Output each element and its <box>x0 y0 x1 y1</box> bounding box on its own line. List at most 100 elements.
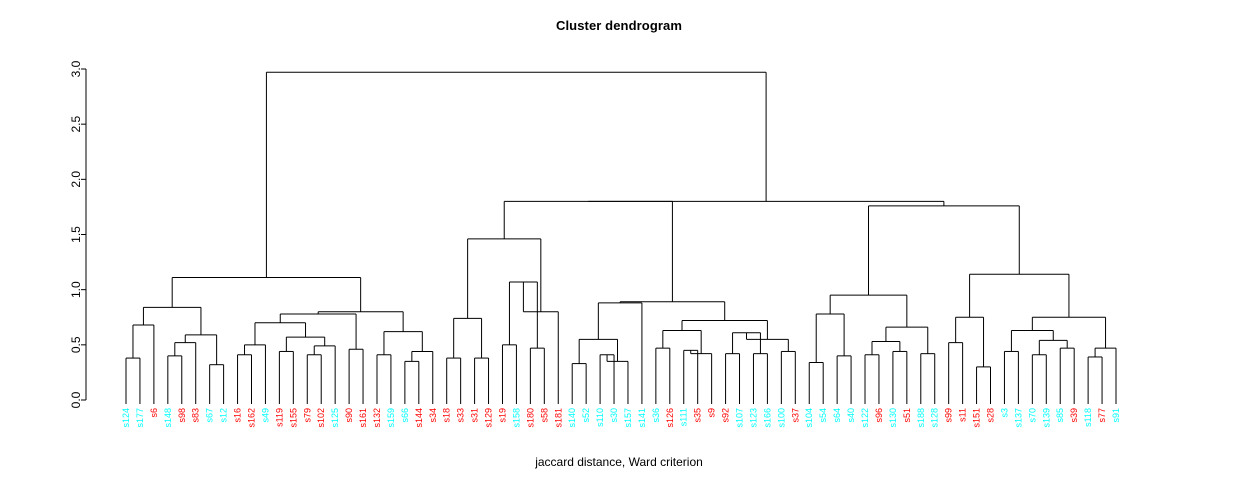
leaf-label: s92 <box>721 408 731 423</box>
leaf-label: s49 <box>260 408 270 423</box>
dendrogram-merge <box>829 294 908 328</box>
page-title: Cluster dendrogram <box>555 18 683 33</box>
leaf-label: s66 <box>400 408 410 423</box>
dendrogram-merge <box>864 354 880 400</box>
leaf-label: s12 <box>219 408 229 423</box>
y-tick-label: 2.0 <box>69 171 83 188</box>
dendrogram-branches <box>125 71 1117 400</box>
dendrogram-merge <box>578 338 619 364</box>
leaf-label: s111 <box>679 408 689 426</box>
dendrogram-merge <box>279 313 357 350</box>
dendrogram-merge <box>969 273 1070 318</box>
leaf-label: s67 <box>205 408 215 423</box>
dendrogram-merge <box>237 354 252 400</box>
dendrogram-merge <box>348 348 364 400</box>
leaf-label: s118 <box>1083 408 1093 427</box>
dendrogram-merge <box>752 353 768 400</box>
leaf-label: s159 <box>386 408 396 428</box>
y-tick-label: 0.5 <box>69 336 83 353</box>
leaf-label: s54 <box>818 408 828 423</box>
dendrogram-merge <box>285 336 326 352</box>
dendrogram-merge <box>780 350 796 400</box>
leaf-label: s30 <box>609 408 619 423</box>
leaf-label: s140 <box>567 408 577 428</box>
leaf-label: s102 <box>316 408 326 428</box>
leaf-label: s33 <box>456 408 466 423</box>
leaf-label: s96 <box>874 408 884 423</box>
leaf-label: s28 <box>986 408 996 423</box>
dendrogram-merge <box>619 301 726 321</box>
dendrogram-merge <box>597 302 643 400</box>
leaf-label: s6 <box>149 408 159 418</box>
leaf-label: s166 <box>762 408 772 428</box>
dendrogram-merge <box>976 366 992 400</box>
leaf-label: s157 <box>623 408 633 428</box>
dendrogram-merge <box>1031 316 1107 349</box>
leaf-label: s18 <box>442 408 452 423</box>
leaf-label: s148 <box>163 408 173 428</box>
dendrogram-merge <box>244 344 266 400</box>
dendrogram-merge <box>529 347 545 400</box>
leaf-label: s3 <box>999 408 1009 418</box>
dendrogram-merge <box>142 306 202 335</box>
leaf-label: s52 <box>581 408 591 423</box>
dendrogram-merge <box>1010 329 1054 352</box>
dendrogram-merge <box>278 350 294 400</box>
dendrogram-merge <box>501 344 517 400</box>
leaf-label: s162 <box>246 408 256 428</box>
dendrogram-merge <box>306 354 322 400</box>
dendrogram-merge <box>174 342 197 400</box>
leaf-label: s129 <box>484 408 494 428</box>
y-tick-label: 2.5 <box>69 116 83 133</box>
dendrogram-merge <box>254 322 307 345</box>
x-axis-label: jaccard distance, Ward criterion <box>535 455 703 469</box>
leaf-label: s139 <box>1041 408 1051 428</box>
leaf-label: s110 <box>595 408 605 427</box>
leaf-label: s36 <box>651 408 661 423</box>
leaf-label: s40 <box>846 408 856 423</box>
leaf-label: s122 <box>860 408 870 428</box>
leaf-label: s141 <box>637 408 647 428</box>
dendrogram-merge <box>467 238 542 319</box>
dendrogram-merge <box>317 311 404 332</box>
dendrogram-merge <box>606 354 629 400</box>
dendrogram-merge <box>920 353 936 400</box>
dendrogram-merge <box>1003 350 1019 400</box>
y-axis: 0.00.51.01.52.02.53.0 <box>69 60 87 408</box>
leaf-label: s132 <box>372 408 382 428</box>
leaf-label: s51 <box>902 408 912 423</box>
dendrogram-merge <box>871 341 901 355</box>
leaf-label: s144 <box>414 408 424 428</box>
leaf-label: s79 <box>302 408 312 423</box>
dendrogram-merge <box>209 364 225 400</box>
leaf-label: s90 <box>344 408 354 423</box>
leaf-label: s151 <box>972 408 982 428</box>
dendrogram-merge <box>683 349 699 400</box>
leaf-label: s137 <box>1013 408 1023 428</box>
dendrogram-merge <box>1087 356 1103 400</box>
leaf-label: s98 <box>177 408 187 423</box>
dendrogram-merge <box>503 200 673 302</box>
dendrogram-merge <box>892 350 908 400</box>
leaf-label: s124 <box>121 408 131 428</box>
leaf-label: s99 <box>944 408 954 423</box>
leaf-label: s180 <box>525 408 535 428</box>
leaf-label: s100 <box>776 408 786 428</box>
dendrogram-merge <box>955 316 985 367</box>
dendrogram-merge <box>815 313 845 363</box>
leaf-label: s125 <box>330 408 340 428</box>
dendrogram-merge <box>453 317 483 359</box>
leaf-label: s104 <box>804 408 814 428</box>
dendrogram-merge <box>1059 347 1075 400</box>
leaf-label: s85 <box>1055 408 1065 423</box>
y-tick-label: 1.0 <box>69 281 83 298</box>
dendrogram-merge <box>836 355 852 400</box>
leaf-label: s188 <box>916 408 926 428</box>
dendrogram-merge <box>681 320 768 340</box>
leaf-label: s19 <box>497 408 507 423</box>
y-tick-label: 1.5 <box>69 226 83 243</box>
dendrogram-merge <box>171 277 362 312</box>
leaf-label: s35 <box>693 408 703 423</box>
leaf-label: s58 <box>539 408 549 423</box>
